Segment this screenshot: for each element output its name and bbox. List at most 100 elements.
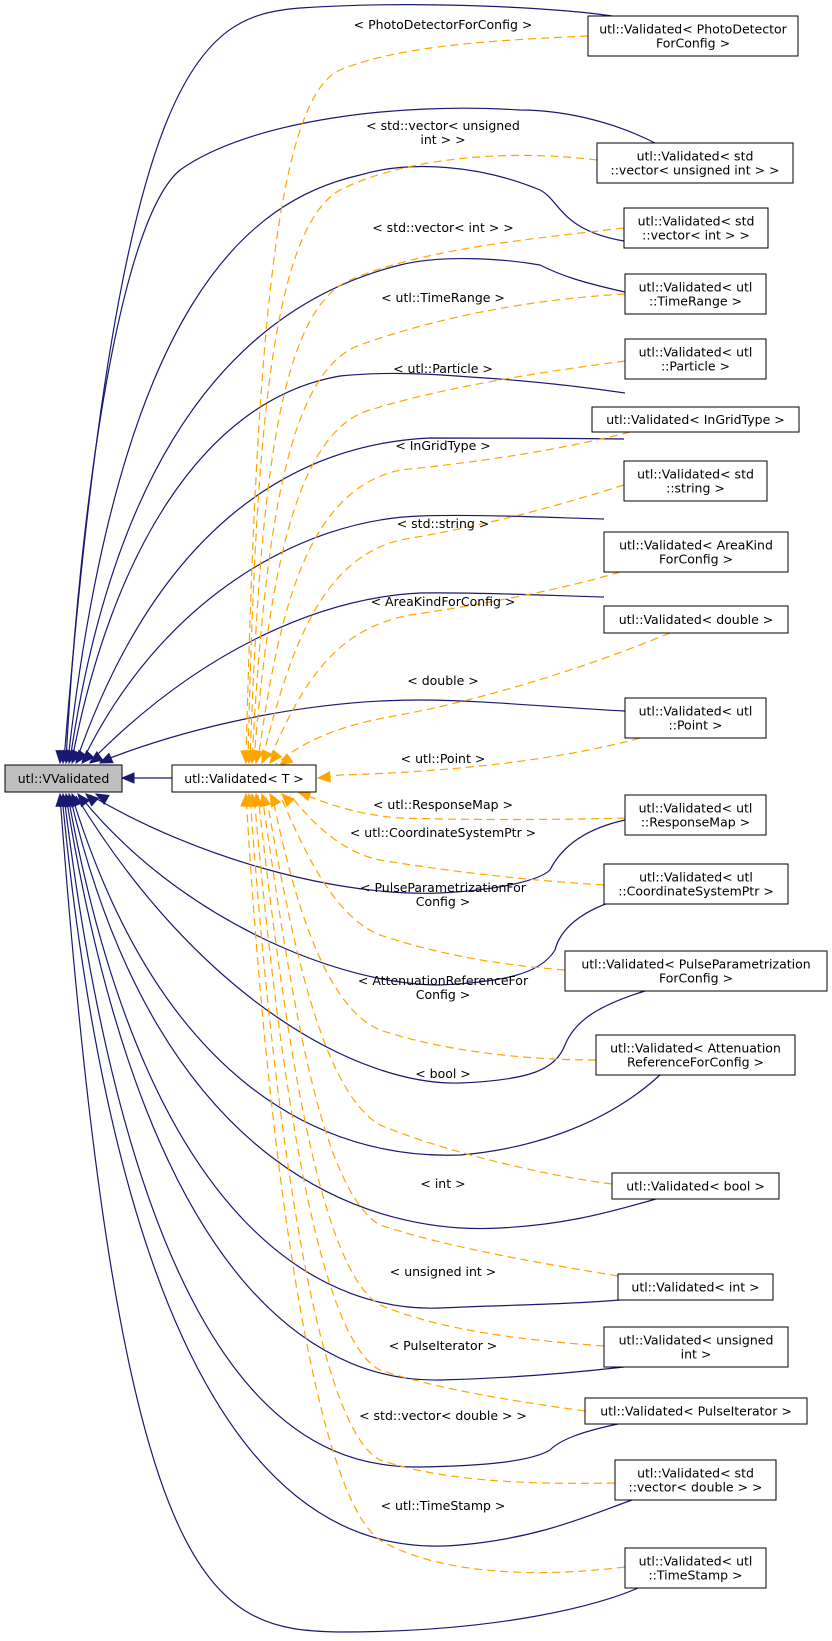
edge-label-responsemap: < utl::ResponseMap > <box>373 797 513 812</box>
inheritance-edge-string <box>81 514 605 763</box>
node-box <box>624 697 767 739</box>
node-label: utl::Validated< AreaKind <box>619 538 773 553</box>
arrow-head-icon <box>269 749 283 765</box>
node-particle[interactable]: utl::Validated< utl::Particle > <box>624 338 767 380</box>
node-photodetector[interactable]: utl::Validated< PhotoDetectorForConfig > <box>587 15 799 57</box>
edge-label-point: < utl::Point > <box>401 751 486 766</box>
node-timerange[interactable]: utl::Validated< utl::TimeRange > <box>624 273 767 315</box>
node-label: ::Point > <box>669 718 723 733</box>
node-double[interactable]: utl::Validated< double > <box>603 605 789 634</box>
arrow-head-icon <box>85 793 100 807</box>
node-vvalidated[interactable]: utl::VValidated <box>4 764 123 793</box>
node-bool[interactable]: utl::Validated< bool > <box>611 1172 780 1200</box>
inheritance-edge-timestamp <box>59 795 639 1633</box>
node-label: utl::Validated< utl <box>639 1554 753 1569</box>
arrow-head-icon <box>281 793 295 807</box>
template-edge-double <box>275 632 671 765</box>
node-label: utl::Validated< utl <box>639 280 753 295</box>
node-box <box>603 863 789 905</box>
node-box <box>623 460 768 502</box>
node-pulseiterator[interactable]: utl::Validated< PulseIterator > <box>584 1397 808 1425</box>
node-box <box>623 207 769 249</box>
node-string[interactable]: utl::Validated< std::string > <box>623 460 768 502</box>
edge-label-int: < int > <box>420 1176 465 1191</box>
node-box <box>564 950 828 992</box>
arrow-head-icon <box>316 771 331 783</box>
node-attenuation[interactable]: utl::Validated< AttenuationReferenceForC… <box>595 1034 796 1076</box>
node-pulseparam[interactable]: utl::Validated< PulseParametrizationForC… <box>564 950 828 992</box>
arrow-head-icon <box>252 749 264 765</box>
node-label: utl::Validated< PhotoDetector <box>599 22 787 37</box>
template-edge-areakind <box>267 571 621 763</box>
template-edge-particle <box>253 360 626 761</box>
node-label: ::ResponseMap > <box>641 815 750 830</box>
template-edge-vector-uint <box>247 154 598 761</box>
node-label: utl::Validated< InGridType > <box>606 412 784 427</box>
node-label: ReferenceForConfig > <box>627 1055 764 1070</box>
node-label: utl::Validated< std <box>637 149 754 164</box>
template-edge-pulseiterator <box>253 794 586 1412</box>
edge-label-double: < double > <box>407 673 479 688</box>
node-validated-t[interactable]: utl::Validated< T > <box>171 764 317 793</box>
inheritance-edge-ingridtype <box>75 437 625 763</box>
inheritance-edge-double <box>99 699 626 763</box>
node-vector-double[interactable]: utl::Validated< std::vector< double > > <box>614 1459 777 1501</box>
inheritance-edge-coordsys <box>79 795 625 986</box>
inheritance-edge-timerange <box>69 258 626 761</box>
template-edge-point <box>319 737 641 779</box>
node-areakind[interactable]: utl::Validated< AreaKindForConfig > <box>603 531 789 573</box>
node-box <box>624 794 767 836</box>
template-edge-vector-double <box>249 794 616 1485</box>
node-label: utl::Validated< int > <box>631 1280 759 1295</box>
edge-label-uint: < unsigned int > <box>390 1264 496 1279</box>
node-label: utl::Validated< unsigned <box>619 1333 774 1348</box>
node-int[interactable]: utl::Validated< int > <box>617 1273 774 1301</box>
node-ingridtype[interactable]: utl::Validated< InGridType > <box>591 406 800 433</box>
node-box <box>603 1326 789 1368</box>
node-vector-int[interactable]: utl::Validated< std::vector< int > > <box>623 207 769 249</box>
node-timestamp[interactable]: utl::Validated< utl::TimeStamp > <box>624 1547 767 1589</box>
edge-labels-layer: < PhotoDetectorForConfig >< std::vector<… <box>350 17 536 1513</box>
node-vector-uint[interactable]: utl::Validated< std::vector< unsigned in… <box>596 142 794 184</box>
node-box <box>624 1547 767 1589</box>
node-label: ::TimeStamp > <box>648 1568 742 1583</box>
inheritance-edge-attenuation <box>71 795 661 1156</box>
node-point[interactable]: utl::Validated< utl::Point > <box>624 697 767 739</box>
arrow-head-icon <box>81 749 95 764</box>
node-label: int > <box>681 1347 712 1362</box>
template-edge-timerange <box>251 293 626 761</box>
template-edge-int <box>261 794 619 1277</box>
node-box <box>591 406 800 433</box>
node-box <box>603 605 789 634</box>
edge-label-coordsys: < utl::CoordinateSystemPtr > <box>350 825 536 840</box>
inheritance-edge-areakind <box>89 592 605 763</box>
inheritance-edge-uint <box>65 795 625 1381</box>
edges-layer <box>55 4 671 1633</box>
node-label: utl::Validated< Attenuation <box>610 1041 781 1056</box>
template-edge-pulseparam <box>279 794 566 971</box>
edge-label-particle: < utl::Particle > <box>393 361 493 376</box>
node-responsemap[interactable]: utl::Validated< utl::ResponseMap > <box>624 794 767 836</box>
arrow-head-icon <box>75 749 88 765</box>
node-label: ForConfig > <box>656 36 730 51</box>
node-box <box>171 764 317 793</box>
node-label: ::Particle > <box>661 359 730 374</box>
template-edge-responsemap <box>299 792 626 821</box>
node-box <box>617 1273 774 1301</box>
edge-label-areakind: < AreaKindForConfig > <box>371 594 516 609</box>
arrow-head-icon <box>88 751 104 764</box>
node-label: ForConfig > <box>659 552 733 567</box>
inheritance-edge-bool <box>69 795 657 1230</box>
node-label: ::vector< int > > <box>642 228 750 243</box>
template-edge-ingridtype <box>257 431 631 761</box>
node-label: utl::Validated< bool > <box>626 1179 765 1194</box>
template-edge-photodetector <box>245 35 589 761</box>
node-label: ::TimeRange > <box>649 294 742 309</box>
node-coordsys[interactable]: utl::Validated< utl::CoordinateSystemPtr… <box>603 863 789 905</box>
edge-label-vector-double: < std::vector< double > > <box>359 1408 527 1423</box>
node-label: utl::Validated< std <box>638 214 755 229</box>
arrow-head-icon <box>120 772 135 784</box>
arrow-head-icon <box>94 793 110 806</box>
